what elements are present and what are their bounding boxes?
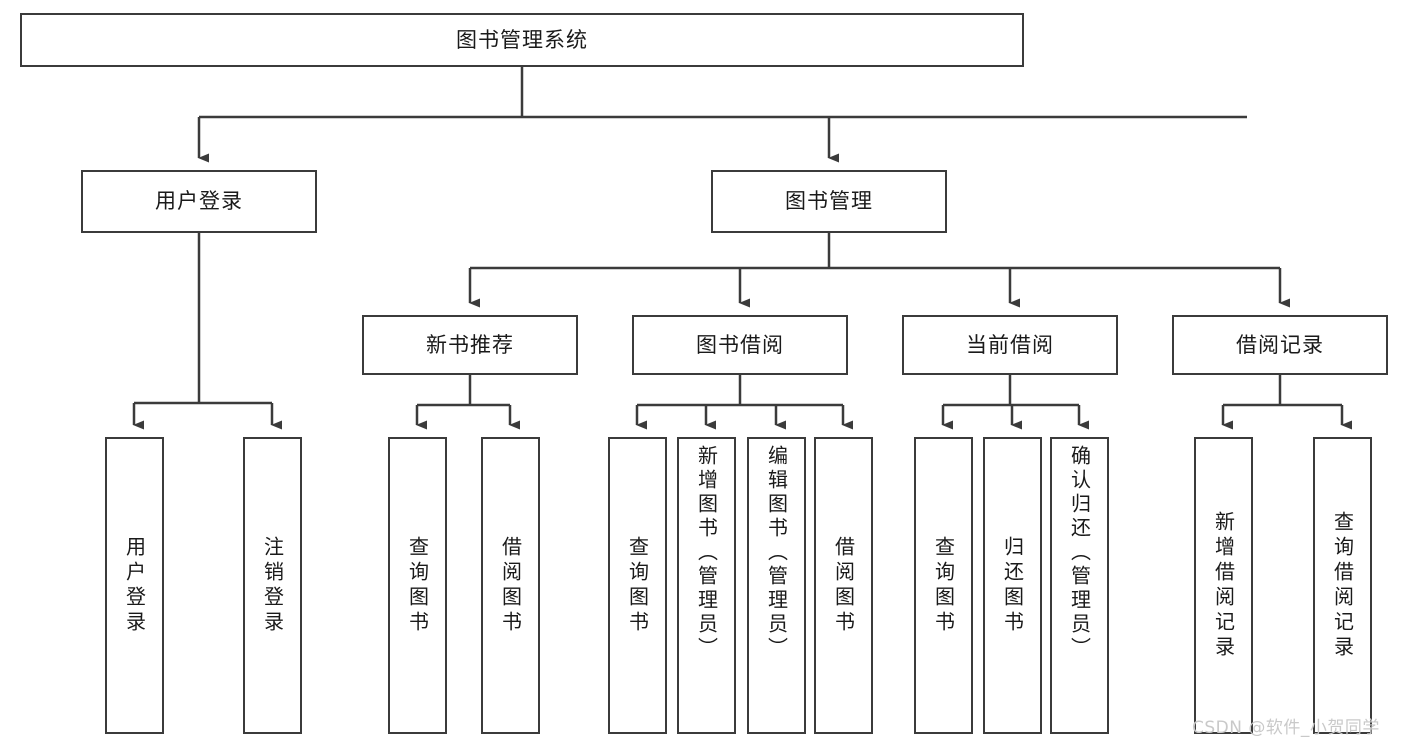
node-book-borrow-label: 图书借阅	[696, 332, 784, 357]
node-leaf-query-book-3[interactable]: 查询图书	[914, 437, 973, 734]
node-leaf-edit-book-label: 编辑图书（管理员）	[764, 445, 789, 661]
node-root[interactable]: 图书管理系统	[20, 13, 1024, 67]
node-leaf-borrow-book-2[interactable]: 借阅图书	[814, 437, 873, 734]
node-leaf-query-book-1-label: 查询图书	[405, 535, 430, 636]
node-book-borrow[interactable]: 图书借阅	[632, 315, 848, 375]
node-leaf-query-book-2-label: 查询图书	[625, 535, 650, 636]
node-borrow-record[interactable]: 借阅记录	[1172, 315, 1388, 375]
node-leaf-add-record-label: 新增借阅记录	[1211, 510, 1236, 661]
node-new-book-recommend-label: 新书推荐	[426, 332, 514, 357]
node-leaf-query-record-label: 查询借阅记录	[1330, 510, 1355, 661]
node-new-book-recommend[interactable]: 新书推荐	[362, 315, 578, 375]
node-root-label: 图书管理系统	[456, 27, 588, 52]
node-book-manage[interactable]: 图书管理	[711, 170, 947, 233]
node-user-login[interactable]: 用户登录	[81, 170, 317, 233]
node-leaf-logout-label: 注销登录	[260, 535, 285, 636]
watermark-text: CSDN @软件_小贺同学	[1192, 718, 1380, 738]
node-leaf-add-book-label: 新增图书（管理员）	[694, 445, 719, 661]
node-current-borrow-label: 当前借阅	[966, 332, 1054, 357]
node-leaf-add-book[interactable]: 新增图书（管理员）	[677, 437, 736, 734]
node-borrow-record-label: 借阅记录	[1236, 332, 1324, 357]
node-leaf-logout[interactable]: 注销登录	[243, 437, 302, 734]
node-leaf-confirm-return-label: 确认归还（管理员）	[1067, 445, 1092, 661]
node-leaf-query-record[interactable]: 查询借阅记录	[1313, 437, 1372, 734]
node-leaf-query-book-2[interactable]: 查询图书	[608, 437, 667, 734]
node-leaf-query-book-3-label: 查询图书	[931, 535, 956, 636]
node-leaf-return-book[interactable]: 归还图书	[983, 437, 1042, 734]
node-leaf-borrow-book-2-label: 借阅图书	[831, 535, 856, 636]
node-leaf-return-book-label: 归还图书	[1000, 535, 1025, 636]
node-leaf-user-login[interactable]: 用户登录	[105, 437, 164, 734]
node-leaf-confirm-return[interactable]: 确认归还（管理员）	[1050, 437, 1109, 734]
node-leaf-query-book-1[interactable]: 查询图书	[388, 437, 447, 734]
node-leaf-edit-book[interactable]: 编辑图书（管理员）	[747, 437, 806, 734]
node-current-borrow[interactable]: 当前借阅	[902, 315, 1118, 375]
node-book-manage-label: 图书管理	[785, 189, 873, 214]
node-leaf-add-record[interactable]: 新增借阅记录	[1194, 437, 1253, 734]
node-user-login-label: 用户登录	[155, 189, 243, 214]
node-leaf-user-login-label: 用户登录	[122, 535, 147, 636]
node-leaf-borrow-book-1-label: 借阅图书	[498, 535, 523, 636]
node-leaf-borrow-book-1[interactable]: 借阅图书	[481, 437, 540, 734]
